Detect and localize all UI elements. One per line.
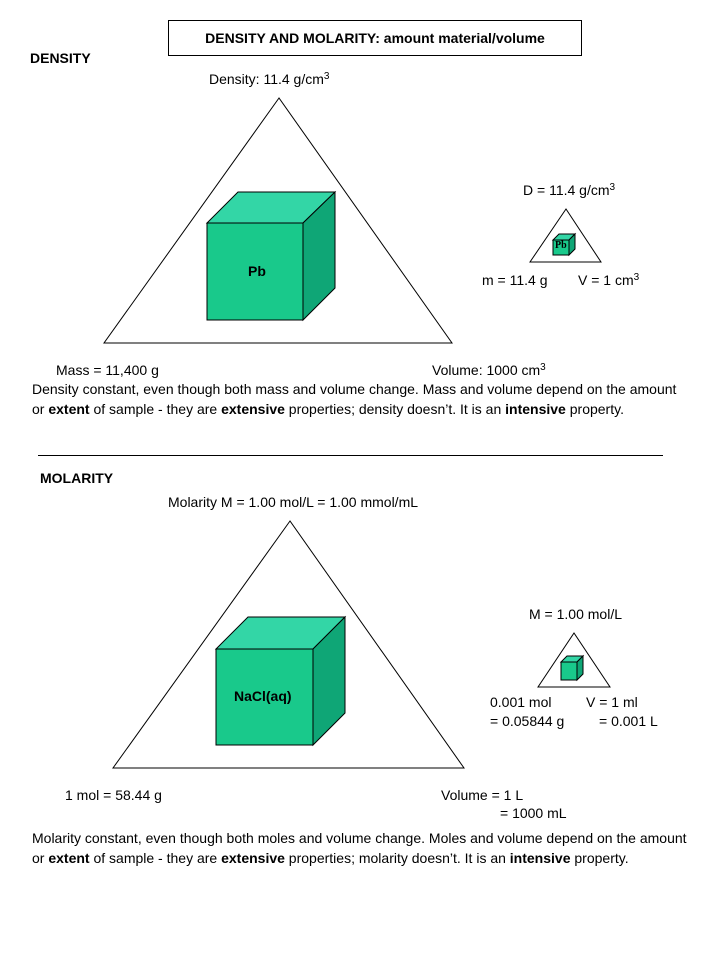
- molarity-small-volume: V = 1 ml: [586, 694, 638, 710]
- density-big-cube: [205, 190, 337, 322]
- molarity-cube-label: NaCl(aq): [234, 688, 292, 704]
- density-small-triangle: [529, 208, 602, 263]
- molarity-big-triangle: [112, 520, 465, 769]
- molarity-small-label: M = 1.00 mol/L: [529, 606, 622, 622]
- density-small-mass: m = 11.4 g: [482, 272, 548, 288]
- density-mass: Mass = 11,400 g: [56, 362, 159, 378]
- density-big-triangle: [103, 97, 453, 344]
- density-big-label: Density: 11.4 g/cm3: [209, 71, 330, 87]
- paragraph-text: property.: [570, 849, 629, 866]
- emphasis-term: extensive: [221, 400, 285, 417]
- emphasis-term: extent: [48, 849, 90, 866]
- emphasis-term: extent: [48, 400, 90, 417]
- molarity-explanation: Molarity constant, even though both mole…: [32, 829, 692, 868]
- molarity-small-mass: = 0.05844 g: [490, 713, 565, 729]
- molarity-small-triangle: [537, 632, 611, 688]
- paragraph-text: property.: [565, 400, 624, 417]
- paragraph-text: properties; molarity doesn’t. It is an: [284, 849, 510, 866]
- molarity-small-cube: [559, 654, 585, 682]
- molarity-heading: MOLARITY: [40, 470, 114, 486]
- density-small-volume: V = 1 cm3: [578, 272, 640, 288]
- section-divider: [38, 455, 663, 456]
- density-small-label: D = 11.4 g/cm3: [523, 182, 616, 198]
- molarity-small-volume-liters: = 0.001 L: [599, 713, 658, 729]
- density-small-cube: [551, 232, 577, 257]
- paragraph-text: Density constant, even though both mass …: [32, 381, 677, 417]
- emphasis-term: intensive: [505, 400, 566, 417]
- molarity-big-label: Molarity M = 1.00 mol/L = 1.00 mmol/mL: [168, 494, 419, 510]
- paragraph-text: of sample - they are: [89, 400, 222, 417]
- molarity-volume-ml: = 1000 mL: [500, 805, 567, 821]
- molarity-small-mol: 0.001 mol: [490, 694, 552, 710]
- page-title: DENSITY AND MOLARITY: amount material/vo…: [168, 20, 582, 56]
- density-volume: Volume: 1000 cm3: [432, 362, 546, 378]
- emphasis-term: extensive: [221, 849, 285, 866]
- molarity-big-cube: [214, 615, 347, 747]
- paragraph-text: of sample - they are: [89, 849, 222, 866]
- paragraph-text: properties; density doesn’t. It is an: [284, 400, 506, 417]
- molarity-moles: 1 mol = 58.44 g: [65, 787, 162, 803]
- density-cube-label: Pb: [248, 263, 266, 279]
- molarity-volume: Volume = 1 L: [441, 787, 524, 803]
- density-heading: DENSITY: [30, 50, 91, 66]
- density-explanation: Density constant, even though both mass …: [32, 380, 692, 419]
- paragraph-text: Molarity constant, even though both mole…: [32, 830, 687, 866]
- density-small-cube-label: Pb: [555, 240, 567, 251]
- emphasis-term: intensive: [509, 849, 571, 866]
